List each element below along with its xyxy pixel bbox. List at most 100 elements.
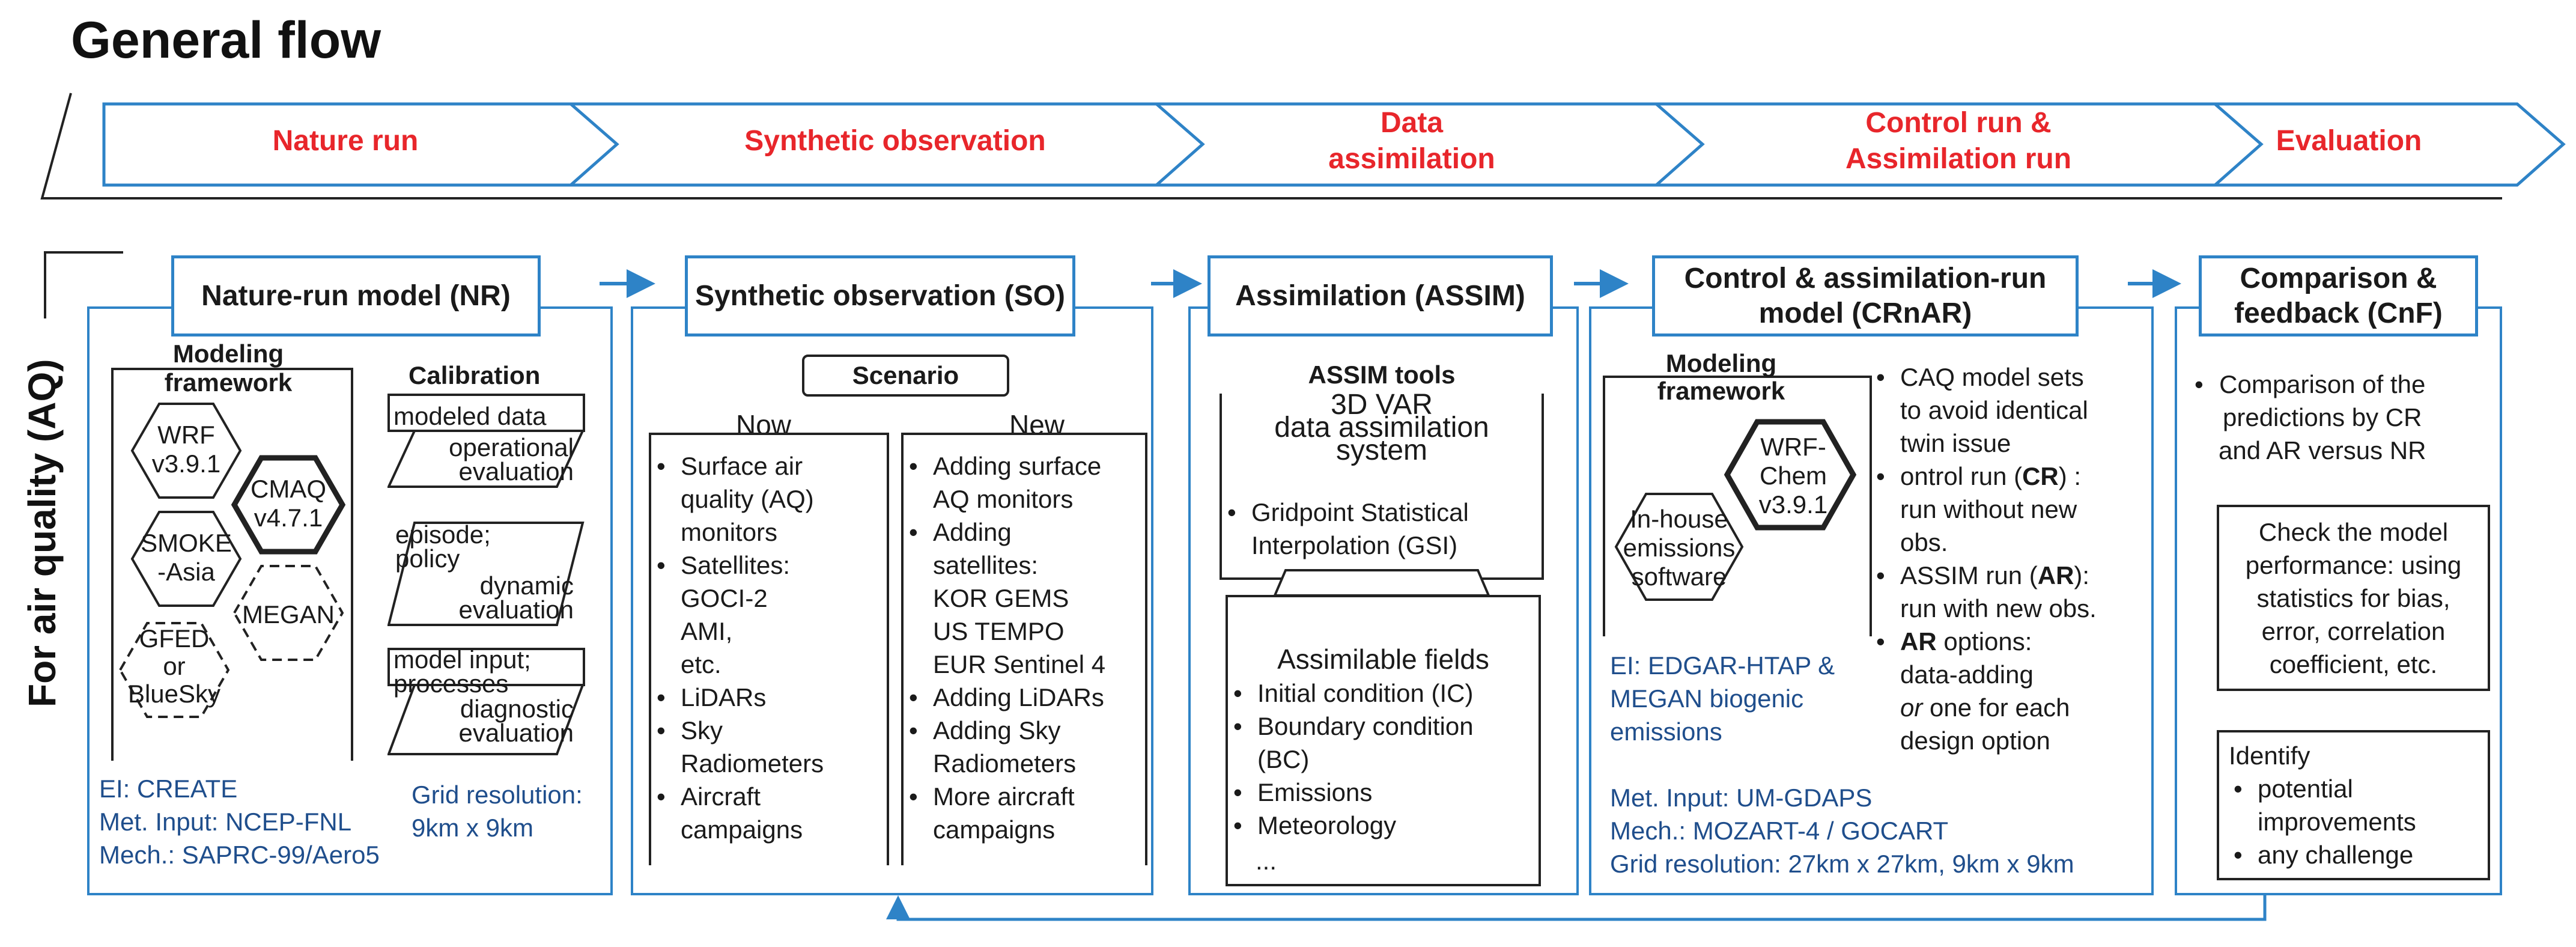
nr-met-input: Met. Input: NCEP-FNL	[99, 808, 352, 836]
crnar-framework-bracket	[1603, 376, 1872, 636]
crnar-mech: Mech.: MOZART-4 / GOCART	[1610, 817, 1949, 845]
hex-inhouse	[1614, 493, 1744, 601]
assim-header: Assimilation (ASSIM)	[1208, 255, 1553, 336]
flow-step-4-line-2: Assimilation run	[1845, 143, 2072, 175]
crnar-hexagons	[1614, 419, 1857, 601]
chevron-evaluation	[2211, 102, 2566, 187]
assim-fields-title: Assimilable fields	[1277, 644, 1489, 675]
hex-gfed	[118, 622, 230, 718]
hex-wrfchem	[1724, 419, 1857, 531]
hex-megan	[232, 565, 344, 661]
hex-cmaq-label: CMAQ v4.7.1	[251, 475, 326, 532]
cnf-identify-title: Identify	[2229, 741, 2310, 770]
cal-modeled-data: modeled data	[393, 402, 547, 430]
crnar-bullet-bold: AR	[2037, 561, 2074, 589]
cal-operational-eval: operational evaluation	[449, 433, 574, 486]
nr-calibration-shapes	[387, 394, 585, 755]
so-new-item: Adding satellites: KOR GEMS US TEMPO EUR…	[904, 516, 1105, 681]
flow-step-1: Nature run	[150, 123, 541, 159]
cnf-list: Comparison of the predictions by CR and …	[2190, 368, 2426, 467]
hex-gfed-label: GFED or BlueSky	[127, 624, 221, 708]
so-now-list: Surface air quality (AQ) monitors Satell…	[652, 449, 824, 846]
so-new-item: Adding Sky Radiometers	[904, 714, 1105, 780]
so-now-item: Satellites: GOCI-2 AMI, etc.	[652, 549, 824, 681]
crnar-met-input: Met. Input: UM-GDAPS	[1610, 784, 1873, 812]
crnar-bullet-text: one for each design option	[1900, 693, 2070, 755]
flow-step-3-line-1: Data	[1380, 107, 1444, 139]
so-now-item: LiDARs	[652, 681, 824, 714]
cnf-check-text: Check the model performance: using stati…	[2245, 517, 2462, 678]
hex-smoke-label: SMOKE -Asia	[141, 529, 232, 586]
nr-mech: Mech.: SAPRC-99/Aero5	[99, 841, 380, 869]
cnf-identify-list: potential improvements any challenge	[2229, 772, 2416, 871]
hex-smoke	[130, 511, 242, 607]
cal-diagnostic-eval: diagnostic evaluation	[458, 695, 574, 747]
cnf-identify-item: potential improvements	[2229, 772, 2416, 838]
crnar-bullet-text: options: data-adding	[1900, 627, 2034, 689]
nr-header: Nature-run model (NR)	[171, 255, 541, 336]
crnar-bullet-text: ): run with new obs.	[1900, 561, 2097, 623]
nr-hexagons	[118, 403, 346, 718]
assim-field: Meteorology	[1229, 809, 1474, 842]
crnar-bullets: CAQ model sets to avoid identical twin i…	[1871, 361, 2097, 757]
cnf-bullet: Comparison of the predictions by CR and …	[2190, 368, 2426, 467]
assim-field: Emissions	[1229, 776, 1474, 809]
hex-megan-label: MEGAN	[242, 600, 335, 629]
cnf-identify-item: any challenge	[2229, 838, 2416, 871]
cal-episode-policy: episode; policy	[395, 520, 491, 573]
so-new-item: More aircraft campaigns	[904, 780, 1105, 846]
flow-step-2-label: Synthetic observation	[744, 125, 1046, 157]
assim-field: Initial condition (IC)	[1229, 677, 1474, 710]
crnar-header: Control & assimilation-run model (CRnAR)	[1652, 255, 2079, 336]
nr-ei: EI: CREATE	[99, 775, 238, 803]
flow-step-4-line-1: Control run &	[1865, 107, 2052, 139]
so-scenario-label: Scenario	[852, 361, 959, 389]
crnar-bullet-italic: or	[1900, 693, 1923, 722]
hex-cmaq	[231, 455, 346, 555]
flow-step-5: Evaluation	[2223, 123, 2475, 159]
assim-tools-list: Gridpoint Statistical Interpolation (GSI…	[1223, 496, 1469, 562]
crnar-bullet: ontrol run (CR) : run without new obs.	[1871, 460, 2097, 559]
crnar-bullet-text: ) : run without new obs.	[1900, 462, 2082, 556]
feedback-loop-arrow	[886, 895, 2267, 921]
so-new-item: Adding LiDARs	[904, 681, 1105, 714]
nr-calibration-title: Calibration	[409, 361, 541, 389]
flow-step-2: Synthetic observation	[625, 123, 1165, 159]
hex-inhouse-label: In-house emissions software	[1623, 505, 1736, 591]
cnf-check-box: Check the model performance: using stati…	[2217, 505, 2490, 691]
crnar-bullet-text: ontrol run (	[1900, 462, 2023, 490]
nr-grid: Grid resolution: 9km x 9km	[412, 781, 583, 842]
flow-step-4: Control run & Assimilation run	[1742, 105, 2175, 177]
so-scenario: Scenario	[802, 355, 1009, 397]
hex-wrf	[130, 403, 242, 499]
crnar-bullet-text: CAQ model sets to avoid identical twin i…	[1900, 363, 2088, 457]
side-label: For air quality (AQ)	[20, 359, 64, 707]
flow-baseline	[40, 93, 2502, 199]
so-now-item: Sky Radiometers	[652, 714, 824, 780]
so-now-item: Aircraft campaigns	[652, 780, 824, 846]
side-bracket	[44, 251, 123, 318]
cal-dynamic-eval: dynamic evaluation	[458, 571, 574, 624]
hex-wrfchem-label: WRF- Chem v3.9.1	[1758, 433, 1828, 519]
crnar-grid: Grid resolution: 27km x 27km, 9km x 9km	[1610, 850, 2074, 878]
flow-step-5-label: Evaluation	[2276, 125, 2422, 157]
flow-step-3: Data assimilation	[1232, 105, 1592, 177]
flow-step-3-line-2: assimilation	[1328, 143, 1495, 175]
crnar-ei: EI: EDGAR-HTAP & MEGAN biogenic emission…	[1610, 651, 1835, 746]
crnar-bullet-bold: AR	[1900, 627, 1937, 656]
assim-field: Boundary condition (BC)	[1229, 710, 1474, 776]
assim-3dvar: 3D VAR data assimilation system	[1274, 389, 1489, 466]
cnf-header: Comparison & feedback (CnF)	[2199, 255, 2478, 336]
crnar-bullet: ASSIM run (AR): run with new obs.	[1871, 559, 2097, 625]
crnar-bullet-text: ASSIM run (	[1900, 561, 2038, 589]
crnar-modeling-framework: Modeling framework	[1657, 349, 1785, 405]
assim-connector-tab	[1274, 569, 1490, 597]
assim-tools-title: ASSIM tools	[1308, 361, 1456, 389]
assim-fields-more: ...	[1256, 847, 1277, 875]
so-new-list: Adding surface AQ monitors Adding satell…	[904, 449, 1105, 846]
cal-model-input: model input; processes	[393, 645, 531, 698]
nr-modeling-framework: Modeling framework	[164, 340, 293, 397]
so-new-item: Adding surface AQ monitors	[904, 449, 1105, 516]
so-now-item: Surface air quality (AQ) monitors	[652, 449, 824, 549]
page-title: General flow	[71, 11, 381, 69]
